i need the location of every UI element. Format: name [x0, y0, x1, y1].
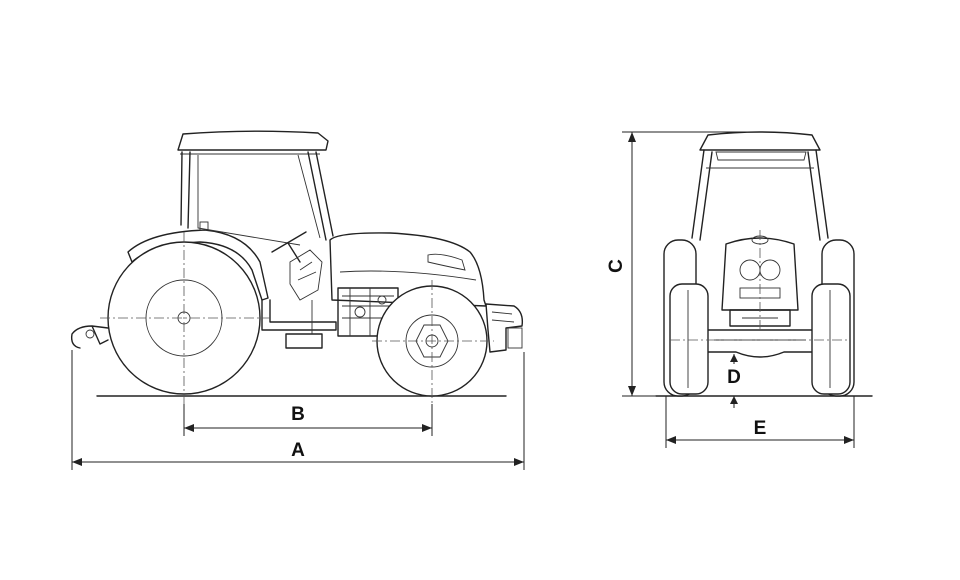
cab-roof — [177, 130, 329, 151]
dimension-label-d: D — [727, 367, 741, 388]
right-headlight — [759, 259, 781, 281]
front-cab-frame — [691, 149, 829, 241]
front-grille — [721, 237, 799, 311]
front-cab-roof — [699, 131, 821, 151]
dimension-c: C — [606, 131, 760, 397]
cab-door-frame — [197, 154, 321, 246]
front-wheel-left — [669, 283, 709, 395]
rear-hitch — [70, 325, 109, 349]
dimension-b: B — [183, 404, 433, 436]
dimension-e: E — [665, 396, 855, 448]
tractor-side-view — [70, 130, 524, 404]
front-weight — [485, 303, 524, 353]
chassis-frame — [261, 299, 337, 331]
operator-seat — [289, 249, 323, 301]
front-axle — [699, 329, 821, 358]
cab-front-post — [307, 151, 334, 241]
dimension-a: A — [71, 350, 525, 470]
dimension-label-b: B — [291, 404, 305, 425]
front-wheel-right — [811, 283, 851, 395]
dimension-label-e: E — [754, 418, 767, 439]
left-headlight — [739, 259, 761, 281]
cab-rear-post — [180, 151, 191, 229]
dimension-d: D — [727, 354, 741, 408]
dimension-label-c: C — [606, 259, 627, 273]
step — [285, 333, 323, 349]
dimension-label-a: A — [291, 440, 305, 461]
tractor-front-view — [655, 131, 873, 397]
steering-wheel — [271, 231, 307, 263]
hood-grille — [427, 253, 466, 271]
engine-hood — [329, 232, 487, 307]
